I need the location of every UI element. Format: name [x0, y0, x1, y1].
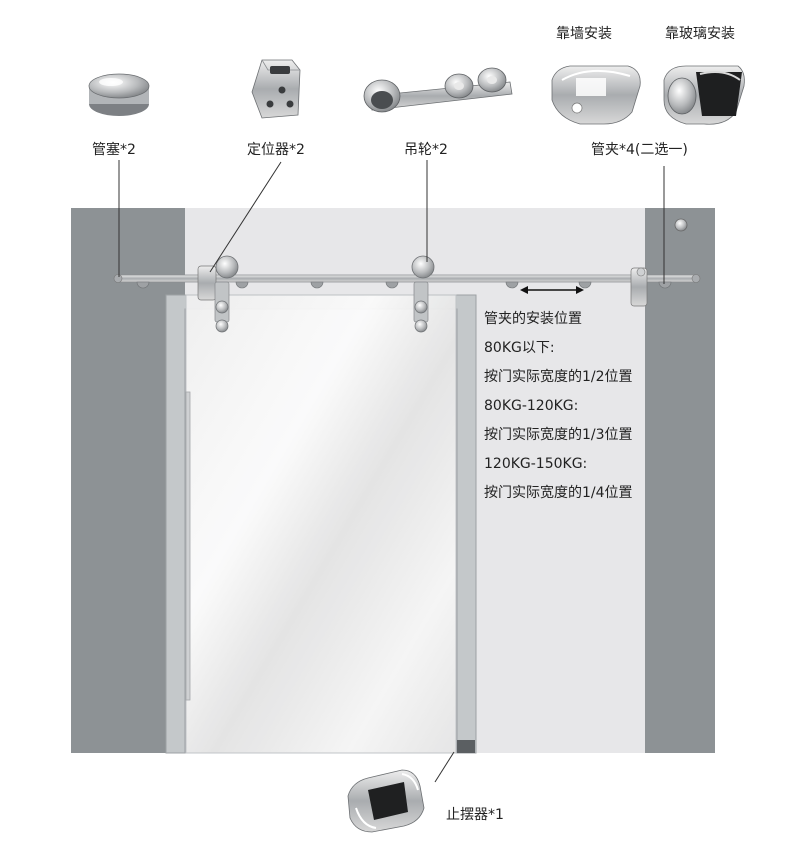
positioner-left: [197, 265, 217, 301]
label-glass-mount: 靠玻璃安装: [665, 26, 735, 42]
leader-lines: [118, 160, 665, 783]
label-wall-mount: 靠墙安装: [556, 26, 612, 42]
note-line: 80KG-120KG:: [484, 398, 579, 414]
hanging-wheel-icon: [363, 67, 513, 113]
door-bolt-left-2: [215, 319, 229, 333]
note-line: 管夹的安装位置: [484, 311, 582, 327]
wall-mount-clamp-icon: [551, 65, 641, 125]
right-wall: [645, 208, 715, 753]
label-stopper: 止摆器*1: [446, 807, 504, 823]
note-line: 按门实际宽度的1/2位置: [484, 369, 633, 385]
note-line: 120KG-150KG:: [484, 456, 588, 472]
note-line: 80KG以下:: [484, 340, 555, 356]
glass-mount-clamp-icon: [663, 65, 745, 125]
floor-stopper: [457, 740, 475, 753]
door-bolt-left: [215, 300, 229, 314]
hanging-wheel-right: [411, 255, 435, 279]
note-line: 按门实际宽度的1/4位置: [484, 485, 633, 501]
glass-door: [185, 294, 457, 754]
rail-end-plug-right: [691, 274, 701, 283]
label-positioner: 定位器*2: [247, 142, 305, 158]
note-line: 按门实际宽度的1/3位置: [484, 427, 633, 443]
door-bolt-right: [414, 300, 428, 314]
label-pipe-plug: 管塞*2: [92, 142, 136, 158]
stopper-icon: [347, 769, 425, 833]
positioner-icon: [251, 59, 301, 119]
door-bolt-right-2: [414, 319, 428, 333]
rail-support-clips: [136, 281, 672, 289]
rail-end-plug-left: [113, 274, 123, 283]
label-pipe-clamp: 管夹*4(二选一): [591, 142, 688, 158]
door-frame: [165, 294, 477, 754]
pipe-plug-icon: [88, 73, 150, 116]
clamp-bolt: [636, 267, 646, 277]
door-handle: [185, 391, 191, 701]
clamp-position-notes: 管夹的安装位置 80KG以下: 按门实际宽度的1/2位置 80KG-120KG:…: [484, 306, 633, 509]
label-hanging-wheel: 吊轮*2: [404, 142, 448, 158]
spacing-arrow: [520, 286, 584, 294]
wall-screw-icon: [674, 218, 688, 232]
hanging-wheel-left: [215, 255, 239, 279]
wall-clamp-right: [630, 267, 648, 307]
